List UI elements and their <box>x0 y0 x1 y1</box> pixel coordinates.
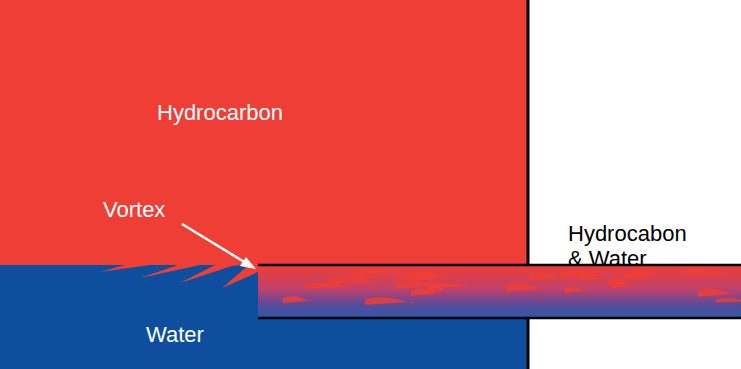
mixture-streak <box>283 296 313 303</box>
vessel-wall <box>527 0 530 265</box>
mixture-streak <box>716 298 741 302</box>
mixture-streak <box>579 276 602 280</box>
layer-label: Water <box>146 323 204 348</box>
pipe-wall-top <box>258 264 741 267</box>
mixture-streak <box>439 283 477 287</box>
mixture-streak <box>427 286 448 293</box>
mixture-streak <box>410 272 454 281</box>
mixture-streak <box>329 277 389 283</box>
mixture-streak <box>682 269 731 276</box>
mixture-streak <box>564 287 587 293</box>
mixture-streak <box>530 273 564 281</box>
leader-arrow <box>182 224 246 263</box>
layer-label: Hydrocarbon <box>157 101 283 126</box>
callout-label: Vortex <box>103 198 165 223</box>
mixture-streak <box>506 283 545 292</box>
mixture-streak <box>624 271 660 280</box>
mixture-streak <box>698 288 736 296</box>
outlet-label: Hydrocabon & Water <box>568 222 696 271</box>
pipe-mixture <box>258 265 741 318</box>
vortex-wisps <box>88 264 258 288</box>
mixture-streak <box>365 297 414 304</box>
vessel-wall <box>527 318 530 369</box>
arrow-head <box>240 257 256 269</box>
mixture-streak <box>354 268 411 275</box>
mixture-streaks <box>283 268 741 305</box>
mixture-streak <box>612 282 632 288</box>
pipe-wall-bottom <box>258 317 741 320</box>
